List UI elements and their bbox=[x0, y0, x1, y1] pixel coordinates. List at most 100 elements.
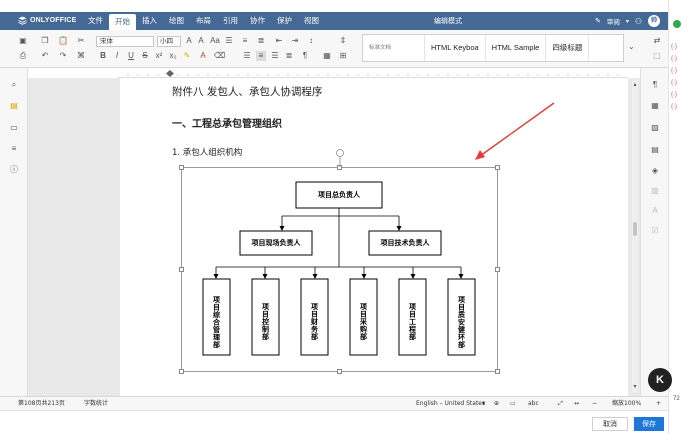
numbered-list-icon[interactable]: ≡ bbox=[242, 36, 248, 45]
resize-handle-right[interactable] bbox=[495, 267, 500, 272]
menu-insert[interactable]: 插入 bbox=[142, 16, 157, 25]
resize-handle-bottom-right[interactable] bbox=[495, 369, 500, 374]
paragraph-marks-icon[interactable]: ¶ bbox=[302, 51, 308, 60]
multilevel-list-icon[interactable]: ≣ bbox=[257, 36, 265, 45]
bullet-list-icon[interactable]: ☰ bbox=[225, 36, 233, 45]
people-icon[interactable]: ⚇ bbox=[634, 16, 642, 26]
redo-icon[interactable]: ↷ bbox=[59, 51, 67, 60]
info-icon[interactable]: ⓘ bbox=[10, 165, 18, 174]
select-icon[interactable]: ⬚ bbox=[653, 51, 661, 60]
font-family-select[interactable]: 宋体 bbox=[96, 36, 154, 47]
comments-icon[interactable]: ▤ bbox=[10, 101, 18, 110]
menu-protection[interactable]: 保护 bbox=[277, 16, 292, 25]
search-icon[interactable]: ⌕ bbox=[11, 80, 17, 89]
doc-heading-section[interactable]: 一、工程总承包管理组织 bbox=[172, 119, 282, 130]
increase-indent-icon[interactable]: ⇥ bbox=[291, 36, 299, 45]
resize-handle-top-right[interactable] bbox=[495, 165, 500, 170]
scroll-down-icon[interactable]: ▾ bbox=[633, 384, 637, 390]
strikethrough-icon[interactable]: S bbox=[142, 51, 148, 60]
cut-icon[interactable]: ✂ bbox=[77, 36, 85, 45]
superscript-icon[interactable]: x² bbox=[155, 51, 163, 60]
menu-home[interactable]: 开始 bbox=[109, 14, 136, 30]
file-icon[interactable]: {·} bbox=[671, 68, 678, 74]
expand-styles-icon[interactable]: ⌄ bbox=[628, 42, 635, 51]
align-left-icon[interactable]: ☰ bbox=[243, 51, 251, 60]
scrollbar-thumb[interactable] bbox=[633, 222, 637, 236]
track-changes-icon[interactable]: ▭ bbox=[510, 400, 516, 407]
image-settings-icon[interactable]: ▨ bbox=[651, 123, 659, 132]
resize-handle-top[interactable] bbox=[337, 165, 342, 170]
align-right-icon[interactable]: ☰ bbox=[271, 51, 279, 60]
shading-icon[interactable]: ▦ bbox=[323, 51, 331, 60]
paragraph-settings-icon[interactable]: ¶ bbox=[652, 80, 658, 89]
menu-view[interactable]: 视图 bbox=[304, 16, 319, 25]
increase-font-icon[interactable]: A bbox=[186, 36, 192, 45]
doc-subheading[interactable]: 1. 承包人组织机构 bbox=[172, 148, 243, 158]
zoom-level[interactable]: 缩放100% bbox=[612, 400, 642, 407]
shape-settings-icon[interactable]: ◈ bbox=[651, 166, 659, 175]
word-count[interactable]: 字数统计 bbox=[84, 400, 109, 407]
style-html-keyboard[interactable]: HTML Keyboa bbox=[425, 35, 486, 61]
underline-icon[interactable]: U bbox=[128, 51, 134, 60]
table-settings-icon[interactable]: ▦ bbox=[651, 101, 659, 110]
style-normal[interactable]: 标准文档 bbox=[363, 35, 425, 61]
style-html-sample[interactable]: HTML Sample bbox=[486, 35, 547, 61]
format-painter-icon[interactable]: ⌘ bbox=[77, 51, 85, 60]
scroll-up-icon[interactable]: ▴ bbox=[633, 82, 637, 88]
align-center-icon[interactable]: ≡ bbox=[256, 51, 266, 61]
highlight-icon[interactable]: ✎ bbox=[183, 51, 191, 60]
paste-icon[interactable]: 📋 bbox=[58, 36, 68, 45]
decrease-indent-icon[interactable]: ⇤ bbox=[275, 36, 283, 45]
resize-handle-bottom-left[interactable] bbox=[179, 369, 184, 374]
navigation-icon[interactable]: ≡ bbox=[11, 144, 17, 153]
borders-icon[interactable]: ⊞ bbox=[339, 51, 347, 60]
menu-file[interactable]: 文件 bbox=[88, 16, 103, 25]
clear-format-icon[interactable]: ⌫ bbox=[214, 51, 226, 60]
file-icon[interactable]: {·} bbox=[671, 92, 678, 98]
resize-handle-bottom[interactable] bbox=[337, 369, 342, 374]
change-case-icon[interactable]: Aa bbox=[210, 36, 220, 45]
style-heading-4[interactable]: 四级标题 bbox=[546, 35, 590, 61]
horizontal-ruler[interactable] bbox=[118, 70, 628, 78]
bold-icon[interactable]: B bbox=[100, 51, 106, 60]
fit-width-icon[interactable]: ↔ bbox=[574, 400, 580, 407]
menu-references[interactable]: 引用 bbox=[223, 16, 238, 25]
justify-icon[interactable]: ≣ bbox=[285, 51, 293, 60]
zoom-in-icon[interactable]: + bbox=[656, 400, 662, 407]
user-avatar[interactable]: 帅 bbox=[648, 15, 660, 27]
menu-draw[interactable]: 绘图 bbox=[169, 16, 184, 25]
copy-icon[interactable]: ❐ bbox=[41, 36, 49, 45]
rotate-handle-icon[interactable] bbox=[334, 148, 346, 168]
cancel-button[interactable]: 取消 bbox=[592, 417, 628, 431]
file-icon[interactable]: {·} bbox=[671, 56, 678, 62]
save-icon[interactable]: ▣ bbox=[19, 36, 27, 45]
fit-page-icon[interactable]: ⤢ bbox=[558, 400, 563, 407]
file-icon[interactable]: {·} bbox=[671, 44, 678, 50]
page-counter[interactable]: 第108页共213页 bbox=[18, 400, 65, 407]
review-icon[interactable]: ✎ bbox=[594, 18, 601, 25]
menu-layout[interactable]: 布局 bbox=[196, 16, 211, 25]
zoom-out-icon[interactable]: − bbox=[592, 400, 598, 407]
doc-heading-attachment[interactable]: 附件八 发包人、承包人协调程序 bbox=[172, 86, 323, 98]
print-icon[interactable]: ⎙ bbox=[19, 51, 27, 60]
font-color-icon[interactable]: A bbox=[200, 51, 206, 60]
language-select[interactable]: English – United States bbox=[416, 400, 486, 407]
document-language-icon[interactable]: ⊕ bbox=[494, 400, 500, 407]
vertical-scrollbar[interactable] bbox=[632, 80, 638, 392]
line-spacing-icon[interactable]: ↕ bbox=[309, 36, 313, 45]
save-button[interactable]: 保存 bbox=[634, 417, 664, 431]
chevron-down-icon[interactable]: ▾ bbox=[482, 400, 486, 407]
spellcheck-icon[interactable]: abc bbox=[528, 400, 539, 407]
replace-icon[interactable]: ⇄ bbox=[653, 36, 661, 45]
chevron-down-icon[interactable]: ▾ bbox=[625, 18, 629, 25]
file-icon[interactable]: {·} bbox=[671, 104, 678, 110]
header-footer-icon[interactable]: ▤ bbox=[651, 145, 659, 154]
italic-icon[interactable]: I bbox=[115, 51, 119, 60]
file-icon[interactable]: {·} bbox=[671, 80, 678, 86]
chat-icon[interactable]: ▭ bbox=[10, 123, 18, 132]
review-dropdown[interactable]: 审阅 bbox=[606, 18, 620, 26]
decrease-font-icon[interactable]: A bbox=[198, 36, 204, 45]
columns-icon[interactable]: ⇕ bbox=[339, 36, 347, 45]
resize-handle-left[interactable] bbox=[179, 267, 184, 272]
floating-assistant-button[interactable]: K bbox=[648, 368, 672, 392]
